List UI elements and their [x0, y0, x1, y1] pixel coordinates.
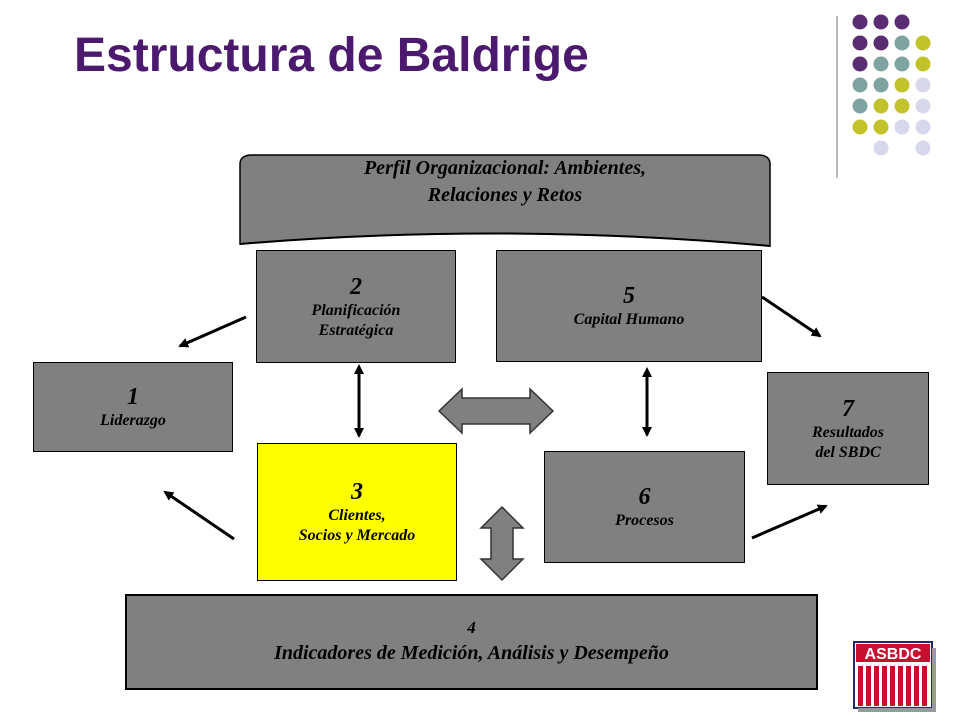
asbdc-logo-mark: ASBDC [836, 634, 960, 720]
category-label: Liderazgo [100, 412, 166, 429]
category-box-liderazgo: 1 Liderazgo [33, 362, 233, 452]
decorative-dot [894, 14, 910, 30]
decorative-dot [894, 35, 910, 51]
decorative-dot [852, 56, 868, 72]
category-number: 3 [351, 479, 363, 505]
block-arrow-vertical [479, 505, 525, 582]
category-number: 5 [623, 283, 635, 309]
logo-text: ASBDC [865, 646, 922, 663]
profile-line-1: Perfil Organizacional: Ambientes, [363, 157, 647, 179]
block-arrow-horizontal [437, 387, 555, 435]
category-number: 4 [467, 618, 476, 637]
arrow-capital-to-resultados [761, 295, 822, 338]
arrow-procesos-to-resultados [751, 504, 828, 540]
decorative-dot [852, 119, 868, 135]
slide-title: Estructura de Baldrige [74, 29, 589, 82]
decorative-dot [852, 35, 868, 51]
profile-banner-text: Perfil Organizacional: Ambientes, Relaci… [240, 155, 770, 209]
category-label: Clientes, [328, 507, 386, 524]
decorative-dot [852, 98, 868, 114]
category-label: Planificación [311, 301, 401, 319]
decorative-dot [915, 56, 931, 72]
category-box-resultados: 7 Resultados del SBDC [767, 372, 929, 485]
decorative-dot [915, 98, 931, 114]
decorative-dot [873, 119, 889, 135]
decorative-divider [836, 16, 838, 178]
decorative-dot [894, 56, 910, 72]
arrow-planificacion-to-liderazgo [178, 315, 247, 348]
category-box-indicadores: 4 Indicadores de Medición, Análisis y De… [125, 594, 818, 690]
category-label: Estratégica [318, 321, 394, 339]
decorative-dot [915, 35, 931, 51]
category-label: Resultados [811, 423, 884, 441]
profile-line-2: Relaciones y Retos [427, 184, 583, 206]
category-label: Socios y Mercado [298, 527, 416, 544]
decorative-dot [894, 77, 910, 93]
decorative-dot [894, 98, 910, 114]
category-number: 2 [350, 273, 362, 300]
decorative-dot [915, 77, 931, 93]
decorative-dot [873, 98, 889, 114]
category-label: Procesos [615, 512, 674, 529]
category-number: 7 [842, 395, 854, 422]
decorative-dot [873, 140, 889, 156]
category-label: del SBDC [815, 443, 881, 461]
decorative-dot [873, 35, 889, 51]
decorative-dot [852, 14, 868, 30]
decorative-dot-grid [852, 14, 931, 156]
category-box-capital-humano: 5 Capital Humano [496, 250, 762, 362]
decorative-dot [873, 77, 889, 93]
asbdc-logo: ASBDC [836, 634, 960, 720]
decorative-dot [873, 14, 889, 30]
decorative-dot [894, 119, 910, 135]
category-box-procesos: 6 Procesos [544, 451, 745, 563]
decorative-dot [915, 119, 931, 135]
category-number: 6 [638, 484, 651, 510]
category-label: Capital Humano [573, 311, 685, 328]
decorative-dot [852, 77, 868, 93]
category-label: Indicadores de Medición, Análisis y Dese… [274, 642, 669, 664]
category-box-clientes: 3 Clientes, Socios y Mercado [257, 443, 457, 581]
decorative-dot [873, 56, 889, 72]
category-number: 1 [127, 384, 139, 410]
decorative-dot [915, 140, 931, 156]
arrow-clientes-to-liderazgo [163, 490, 235, 541]
category-box-planificacion: 2 Planificación Estratégica [256, 250, 456, 363]
